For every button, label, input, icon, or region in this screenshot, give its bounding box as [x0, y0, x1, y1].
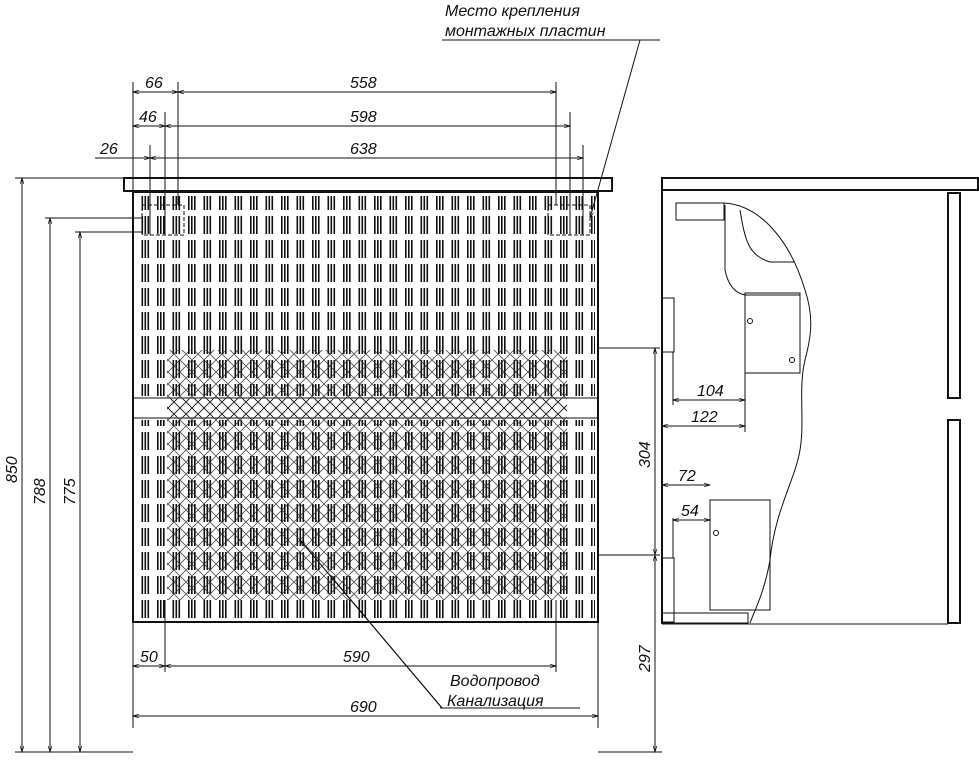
bottom-drawer-side [947, 419, 961, 624]
dim-297: 297 [637, 644, 654, 673]
sewer-label: Канализация [447, 693, 544, 710]
bottom-drawer-box [709, 499, 771, 611]
dim-638: 638 [350, 141, 377, 158]
mount-plate-right [547, 204, 591, 236]
countertop-side [661, 177, 979, 191]
dim-122: 122 [691, 409, 718, 426]
front-view [123, 177, 660, 623]
dim-54: 54 [681, 503, 699, 520]
water-supply-label: Водопровод [450, 673, 540, 690]
mount-plate-left [141, 204, 185, 236]
dim-50: 50 [140, 649, 158, 666]
side-view: 104 122 72 54 304 297 [598, 177, 979, 752]
mount-label-line2: монтажных пластин [445, 23, 606, 40]
dim-104: 104 [697, 383, 724, 400]
dim-72: 72 [678, 468, 696, 485]
sink-cutout-hatch [167, 350, 567, 600]
dim-775: 775 [62, 478, 79, 505]
front-dimensions: 66 558 46 598 26 638 850 788 775 50 590 … [4, 75, 598, 752]
dim-598: 598 [350, 109, 377, 126]
dim-850: 850 [4, 456, 21, 483]
dim-46: 46 [139, 109, 157, 126]
dim-26: 26 [99, 141, 118, 158]
dim-590: 590 [343, 649, 370, 666]
cutaway-curve [723, 202, 812, 624]
mount-label-line1: Место крепления [445, 3, 580, 20]
countertop-front [123, 177, 613, 192]
gap-hatch [167, 399, 567, 417]
dim-304: 304 [637, 441, 654, 468]
top-drawer-side [947, 192, 961, 399]
dim-558: 558 [350, 75, 377, 92]
dim-66: 66 [145, 75, 163, 92]
drawer-gap [132, 397, 599, 419]
annotations: Место крепления монтажных пластин Водопр… [300, 3, 660, 710]
top-drawer-box [744, 292, 801, 374]
dim-690: 690 [350, 699, 377, 716]
dim-788: 788 [32, 478, 49, 505]
